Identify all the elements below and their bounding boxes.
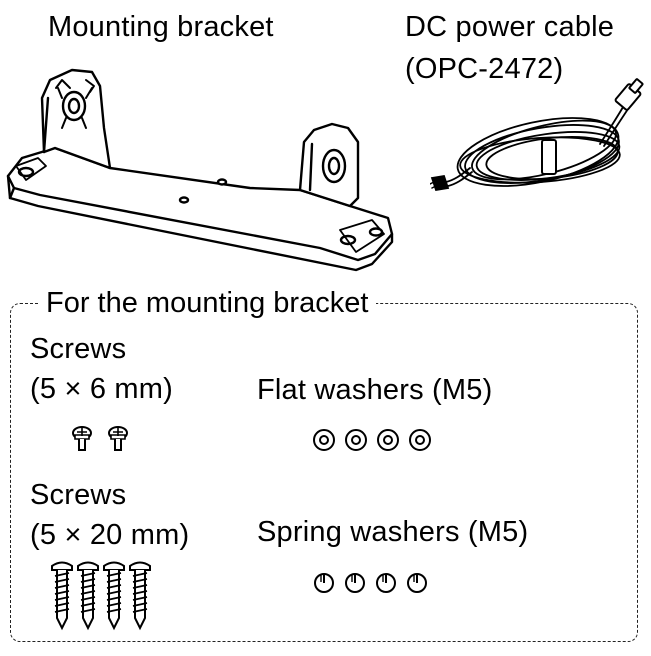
flat-washer <box>313 429 335 451</box>
flat-washer <box>345 429 367 451</box>
long-screws-label: Screws <box>30 479 127 511</box>
spring-washers-icon <box>314 573 427 593</box>
dc-power-cable-label: DC power cable <box>405 11 615 43</box>
long-screw <box>103 561 125 631</box>
short-screws-icon <box>72 426 128 451</box>
short-screws-label: Screws <box>30 333 127 365</box>
long-screws-size: (5 × 20 mm) <box>30 519 190 551</box>
spring-washer <box>345 573 365 593</box>
dc-power-cable-illustration <box>430 78 644 192</box>
spring-washer <box>314 573 334 593</box>
spring-washers-label: Spring washers (M5) <box>257 516 529 548</box>
short-screws-size: (5 × 6 mm) <box>30 373 173 405</box>
spring-washer <box>376 573 396 593</box>
flat-washer <box>409 429 431 451</box>
flat-washer <box>377 429 399 451</box>
flat-washers-icon <box>313 429 431 451</box>
mounting-bracket-label: Mounting bracket <box>48 11 274 43</box>
long-screw <box>77 561 99 631</box>
flat-washers-label: Flat washers (M5) <box>257 374 493 406</box>
accessories-title: For the mounting bracket <box>38 286 377 320</box>
long-screw <box>129 561 151 631</box>
mounting-bracket-illustration <box>6 68 394 272</box>
long-screw <box>51 561 73 631</box>
short-screw <box>72 426 92 451</box>
dc-power-cable-part-number: (OPC-2472) <box>405 53 564 85</box>
spring-washer <box>407 573 427 593</box>
long-screws-icon <box>51 561 151 631</box>
short-screw <box>108 426 128 451</box>
